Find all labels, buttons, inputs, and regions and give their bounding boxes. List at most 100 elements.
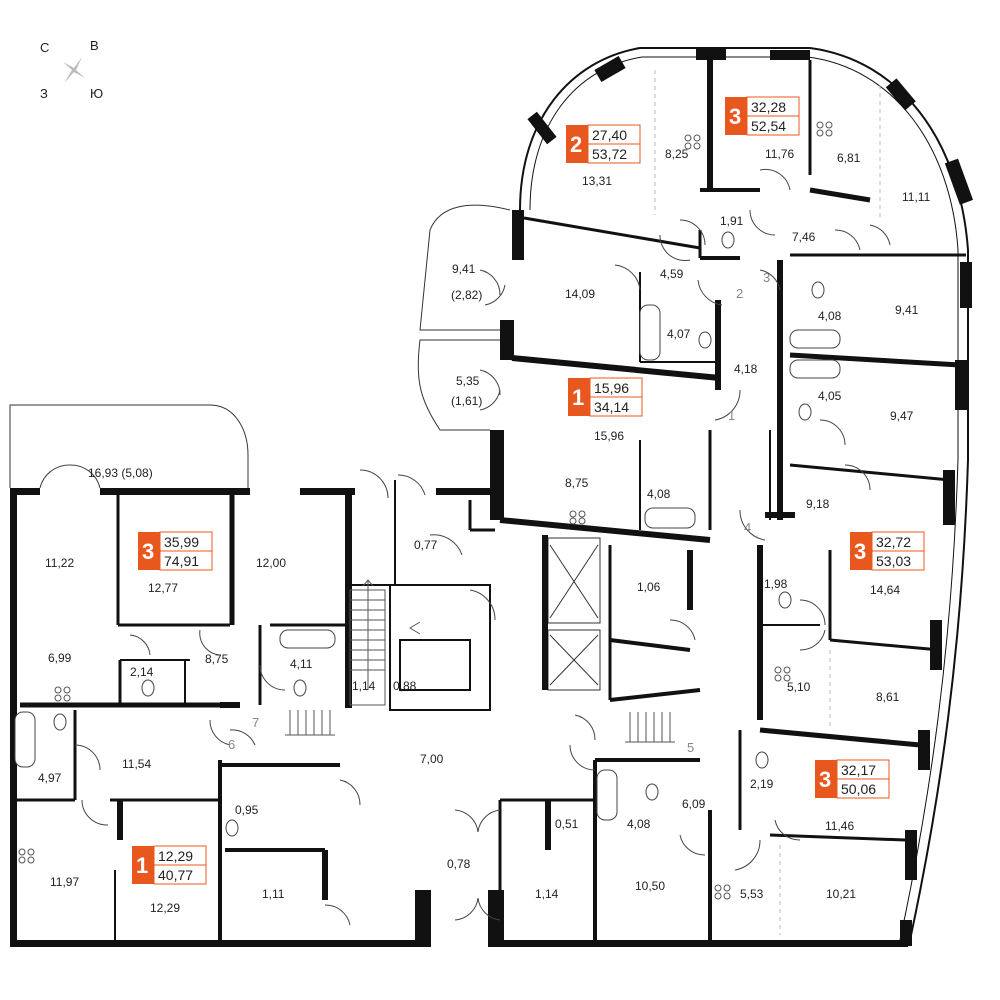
badge-box — [850, 532, 872, 570]
room-area: 1,91 — [720, 214, 744, 228]
entry-number: 2 — [736, 286, 743, 301]
room-area: 11,46 — [825, 819, 854, 833]
badge-living-area: 32,17 — [841, 762, 876, 778]
badge-box — [138, 532, 160, 570]
room-area: 4,18 — [734, 362, 758, 376]
room-area: 8,75 — [565, 476, 589, 490]
badge-living-area: 27,40 — [592, 127, 627, 143]
apartment-badge: 3 32,72 53,03 — [850, 531, 925, 571]
room-area: 4,08 — [647, 487, 671, 501]
room-area: 7,46 — [792, 230, 816, 244]
room-area: 5,53 — [740, 887, 764, 901]
room-area: 0,95 — [235, 803, 259, 817]
room-area: (2,82) — [451, 288, 482, 302]
badge-total-area: 52,54 — [751, 118, 786, 134]
room-area: 6,09 — [682, 797, 706, 811]
doors — [39, 168, 891, 926]
room-area: 2,14 — [130, 665, 154, 679]
room-area: 5,35 — [456, 374, 480, 388]
room-area: 2,19 — [750, 777, 774, 791]
badge-rooms: 3 — [819, 767, 831, 792]
badge-box — [568, 378, 590, 416]
badge-total-area: 34,14 — [594, 399, 629, 415]
room-area: 1,14 — [535, 887, 559, 901]
badge-living-area: 15,96 — [594, 380, 629, 396]
balconies — [9, 204, 511, 488]
room-area: 9,47 — [890, 409, 914, 423]
room-area: 5,10 — [787, 680, 811, 694]
badge-box — [815, 760, 837, 798]
room-area: 1,14 — [352, 679, 376, 693]
room-area: 4,11 — [290, 657, 313, 671]
badge-living-area: 12,29 — [158, 848, 193, 864]
room-area: 14,09 — [565, 287, 595, 301]
apartment-badge: 2 27,40 53,72 — [566, 124, 641, 164]
compass-west: З — [40, 86, 48, 101]
elevators — [542, 535, 601, 691]
entry-number: 4 — [744, 520, 751, 535]
badge-box — [725, 97, 747, 135]
room-area: 16,93 (5,08) — [88, 466, 153, 480]
badge-rooms: 1 — [572, 385, 584, 410]
fixtures — [14, 121, 841, 900]
badge-total-area: 74,91 — [164, 553, 199, 569]
room-area: (1,61) — [451, 394, 482, 408]
room-area: 9,18 — [806, 497, 830, 511]
room-area: 12,77 — [148, 581, 178, 595]
room-area: 4,97 — [38, 771, 62, 785]
room-area: 11,22 — [45, 556, 74, 570]
room-area: 1,06 — [637, 580, 661, 594]
room-area: 6,99 — [48, 651, 72, 665]
partitions — [654, 70, 881, 935]
badge-total-area: 53,03 — [876, 553, 911, 569]
room-area: 4,05 — [818, 389, 842, 403]
apartment-badges: 2 27,40 53,72 3 32,28 52,54 1 15,96 34,14 3 35,99 7… — [132, 96, 925, 885]
room-area: 0,78 — [447, 857, 471, 871]
room-area: 8,75 — [205, 652, 229, 666]
compass-north: С — [40, 40, 49, 55]
badge-total-area: 40,77 — [158, 867, 193, 883]
badge-total-area: 50,06 — [841, 781, 876, 797]
room-area: 9,41 — [452, 262, 476, 276]
stairs — [285, 579, 675, 743]
entry-number: 6 — [228, 737, 235, 752]
room-area: 11,97 — [50, 875, 79, 889]
badge-box — [566, 125, 588, 163]
entry-number: 3 — [763, 270, 770, 285]
room-area: 7,00 — [420, 752, 444, 766]
room-area: 4,08 — [818, 309, 842, 323]
entry-number: 1 — [728, 408, 735, 423]
badge-rooms: 1 — [136, 853, 148, 878]
compass-east: В — [90, 38, 99, 53]
room-area: 0,77 — [414, 538, 438, 552]
badge-box — [132, 846, 154, 884]
room-area: 4,08 — [627, 817, 651, 831]
room-area: 8,25 — [665, 147, 689, 161]
room-area: 1,11 — [262, 887, 285, 901]
badge-living-area: 32,72 — [876, 534, 911, 550]
room-area: 4,59 — [660, 267, 684, 281]
room-area: 11,54 — [122, 757, 151, 771]
badge-living-area: 32,28 — [751, 99, 786, 115]
room-area: 0,51 — [555, 817, 579, 831]
room-area: 1,98 — [764, 577, 788, 591]
apartment-badge: 1 12,29 40,77 — [132, 845, 207, 885]
apartment-badge: 3 32,17 50,06 — [815, 759, 890, 799]
compass-south: Ю — [90, 86, 103, 101]
badge-rooms: 3 — [854, 539, 866, 564]
room-area: 10,21 — [826, 887, 856, 901]
badge-living-area: 35,99 — [164, 534, 199, 550]
room-area: 11,11 — [902, 190, 931, 204]
entry-number: 7 — [252, 715, 259, 730]
badge-total-area: 53,72 — [592, 146, 627, 162]
room-area: 10,50 — [635, 879, 665, 893]
room-area: 8,61 — [876, 690, 900, 704]
room-area: 15,96 — [594, 429, 624, 443]
badge-rooms: 2 — [570, 132, 582, 157]
badge-rooms: 3 — [729, 104, 741, 129]
room-area: 4,07 — [667, 327, 691, 341]
compass-rose: С В З Ю — [40, 38, 103, 101]
